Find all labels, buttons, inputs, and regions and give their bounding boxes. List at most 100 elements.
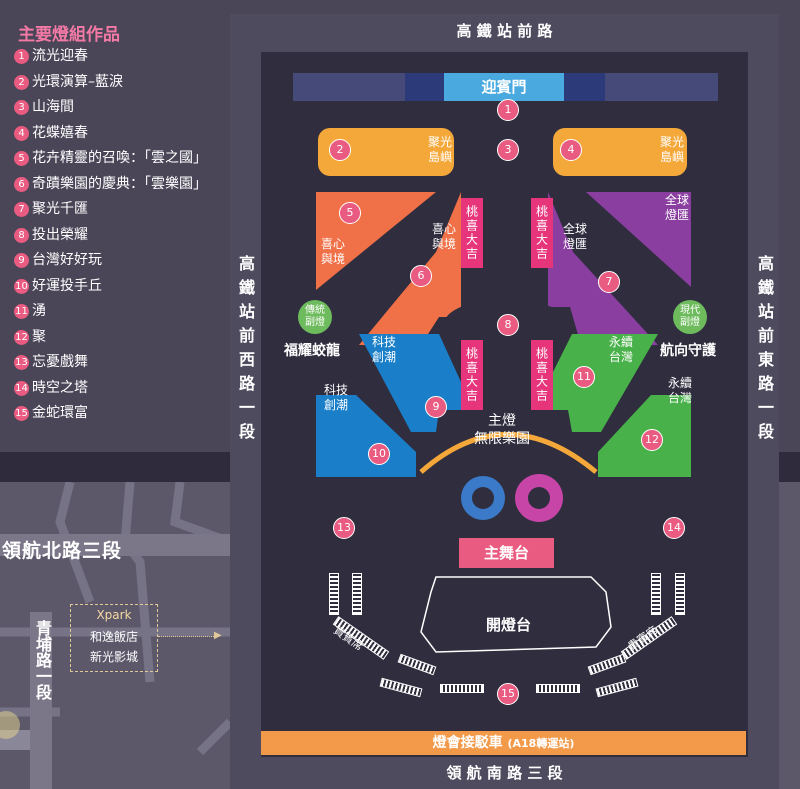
shuttle-sub-label: (A18轉運站) <box>507 737 575 750</box>
modern-lamp: 現代 副燈 <box>673 300 707 334</box>
legend-label: 台灣好好玩 <box>32 252 102 268</box>
legend-number: 8 <box>14 227 29 243</box>
legend-label: 金蛇環富 <box>32 405 88 421</box>
xpark-arrow-line <box>158 636 216 637</box>
map-marker-5: 5 <box>339 202 361 224</box>
zone-7-left <box>548 192 658 345</box>
legend-label: 聚 <box>32 328 46 345</box>
legend-number: 12 <box>14 329 29 345</box>
main-lamp-label: 主燈 無限樂園 <box>474 413 530 447</box>
legend-number: 11 <box>14 304 29 319</box>
legend-label: 湧 <box>32 303 46 319</box>
legend-label: 忘憂戲舞 <box>32 354 88 370</box>
main-stage: 主舞台 <box>459 538 554 568</box>
seat-block <box>352 573 362 615</box>
keji-label-2: 科技 創潮 <box>323 383 348 412</box>
map-marker-8: 8 <box>497 314 519 336</box>
street-lines <box>0 482 230 789</box>
north-road <box>0 534 230 556</box>
xpark-box: Xpark 和逸飯店 新光影城 <box>70 604 158 672</box>
legend-label: 山海間 <box>32 99 74 115</box>
yongxu-label-2: 永續 台灣 <box>667 376 692 405</box>
legend-number: 9 <box>14 253 29 268</box>
legend-number: 10 <box>14 278 29 294</box>
cinema-label: 新光影城 <box>89 650 138 664</box>
qingpu-road <box>30 612 52 789</box>
legend-label: 好運投手丘 <box>32 277 102 294</box>
yongxu-label-1: 永續 台灣 <box>608 335 633 364</box>
zone-7-right <box>586 192 691 287</box>
map-marker-3: 3 <box>497 139 519 161</box>
opening-stage: 開燈台 <box>486 616 532 634</box>
taoxi-bar-2: 桃喜大吉 <box>531 198 553 268</box>
map-marker-15: 15 <box>497 683 519 705</box>
zone-6-right <box>359 192 461 345</box>
legend-label: 聚光千匯 <box>32 201 88 217</box>
traditional-lamp: 傳統 副燈 <box>298 300 332 334</box>
map-marker-7: 7 <box>598 271 620 293</box>
map-marker-4: 4 <box>560 139 582 161</box>
xixin-label-2: 喜心 與境 <box>431 222 456 251</box>
zone-3-juguang <box>553 128 687 176</box>
seat-block <box>651 573 661 615</box>
taoxi-bar-3: 桃喜大吉 <box>461 340 483 410</box>
fuyao-label: 福耀蛟龍 <box>284 343 340 359</box>
map-marker-11: 11 <box>573 366 595 388</box>
legend-label: 流光迎春 <box>32 48 88 64</box>
road-lingnan-north: 領航北路三段 <box>2 540 123 562</box>
legend-number: 6 <box>14 176 29 192</box>
main-lamp-arc <box>419 432 598 474</box>
seat-block <box>536 684 580 693</box>
taoxi-bar-1: 桃喜大吉 <box>461 198 483 268</box>
taoxi-bar-4: 桃喜大吉 <box>531 340 553 410</box>
road-bottom: 領 航 南 路 三 段 <box>446 764 563 782</box>
juguang-label-1: 聚光 島嶼 <box>427 135 452 164</box>
legend-number: 2 <box>14 74 29 90</box>
welcome-gate: 迎賓門 <box>444 73 564 101</box>
opening-stage-outline <box>420 576 612 653</box>
zone-10 <box>316 395 416 477</box>
map-marker-2: 2 <box>329 139 351 161</box>
zone-11 <box>548 334 658 432</box>
legend-number: 7 <box>14 202 29 217</box>
quanqiu-label-1: 全球 燈匯 <box>562 222 587 251</box>
legend-number: 4 <box>14 125 29 141</box>
map-marker-13: 13 <box>333 517 355 539</box>
xixin-label-1: 喜心 與境 <box>320 237 345 266</box>
quanqiu-label-2: 全球 燈匯 <box>664 193 689 222</box>
legend-number: 1 <box>14 49 29 64</box>
map-marker-10: 10 <box>368 443 390 465</box>
keji-label-1: 科技 創潮 <box>371 335 396 364</box>
legend-label: 花卉精靈的召喚：「雲之國」 <box>32 150 207 166</box>
map-marker-14: 14 <box>663 517 685 539</box>
map-marker-12: 12 <box>641 429 663 451</box>
road-east: 高鐵站前東路一段 <box>755 255 774 447</box>
road-top: 高 鐵 站 前 路 <box>456 22 553 40</box>
map-marker-9: 9 <box>425 396 447 418</box>
seat-block <box>440 684 484 693</box>
legend-number: 13 <box>14 355 29 370</box>
juguang-label-2: 聚光 島嶼 <box>659 135 684 164</box>
legend-number: 14 <box>14 380 29 396</box>
road-west: 高鐵站前西路一段 <box>236 255 255 447</box>
arrow-right-icon: ▶ <box>214 630 222 641</box>
legend-number: 5 <box>14 151 29 166</box>
road-qingpu: 青埔路一段 <box>33 620 52 700</box>
legend-label: 時空之塔 <box>32 379 88 396</box>
legend-number: 15 <box>14 406 29 421</box>
legend-label: 奇蹟樂園的慶典：「雲樂園」 <box>32 175 207 192</box>
surrounding-area-right <box>779 482 800 789</box>
shuttle-bar: 燈會接駁車 (A18轉運站) <box>261 731 746 755</box>
